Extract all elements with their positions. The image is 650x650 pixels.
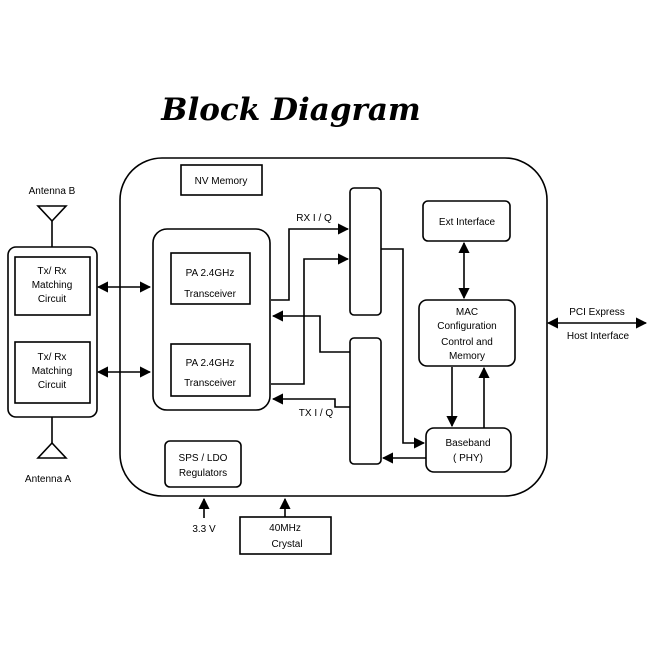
crystal-line-1: 40MHz xyxy=(269,523,301,534)
matching-bottom-line-3: Circuit xyxy=(38,380,67,391)
matching-top-line-1: Tx/ Rx xyxy=(38,266,67,277)
tx-iq-label: TX I / Q xyxy=(299,408,334,419)
matching-circuit-bottom xyxy=(14,341,91,404)
tx-dac-bar xyxy=(349,337,382,465)
baseband-line-1: Baseband xyxy=(445,438,490,449)
rx-iq-label: RX I / Q xyxy=(296,213,332,224)
rx-adc-bar xyxy=(349,187,382,316)
voltage-label: 3.3 V xyxy=(192,524,216,535)
transceiver-group xyxy=(152,228,271,411)
nv-memory-box xyxy=(180,164,263,196)
matching-top-line-3: Circuit xyxy=(38,294,67,305)
matching-bottom-line-1: Tx/ Rx xyxy=(38,352,67,363)
antenna-b-icon xyxy=(36,205,68,247)
rx-path-1 xyxy=(271,223,350,301)
ext-interface-label: Ext Interface xyxy=(439,217,496,228)
transceiver-bottom-line-2: Transceiver xyxy=(184,378,237,389)
pci-express-label: PCI Express xyxy=(569,307,625,318)
antenna-a-label: Antenna A xyxy=(25,474,71,485)
crystal-line-2: Crystal xyxy=(271,539,302,550)
transceiver-bottom-line-1: PA 2.4GHz xyxy=(186,358,235,369)
mac-line-4: Memory xyxy=(449,351,485,362)
antenna-b-label: Antenna B xyxy=(29,186,76,197)
regulators-line-1: SPS / LDO xyxy=(179,453,228,464)
rx-to-baseband xyxy=(381,248,426,449)
transceiver-top-line-1: PA 2.4GHz xyxy=(186,268,235,279)
mac-line-1: MAC xyxy=(456,307,478,318)
rx-path-2 xyxy=(271,253,350,385)
transceiver-bottom-box xyxy=(170,343,251,397)
matching-top-line-2: Matching xyxy=(32,280,73,291)
baseband-box xyxy=(425,427,512,473)
regulators-line-2: Regulators xyxy=(179,468,227,479)
diagram-title: Block Diagram xyxy=(161,92,421,128)
ext-interface-box xyxy=(422,200,511,242)
baseband-line-2: ( PHY) xyxy=(453,453,483,464)
mac-box xyxy=(418,299,516,367)
transceiver-top-box xyxy=(170,252,251,305)
mac-line-2: Configuration xyxy=(437,321,496,332)
tx-path-1 xyxy=(271,310,350,353)
matching-circuit-top xyxy=(14,256,91,316)
transceiver-top-line-2: Transceiver xyxy=(184,289,237,300)
host-interface-label: Host Interface xyxy=(567,331,630,342)
tx-path-2 xyxy=(271,393,350,408)
antenna-a-icon xyxy=(36,417,68,459)
mac-line-3: Control and xyxy=(441,337,493,348)
nv-memory-label: NV Memory xyxy=(195,176,248,187)
matching-bottom-line-2: Matching xyxy=(32,366,73,377)
regulators-box xyxy=(164,440,242,488)
